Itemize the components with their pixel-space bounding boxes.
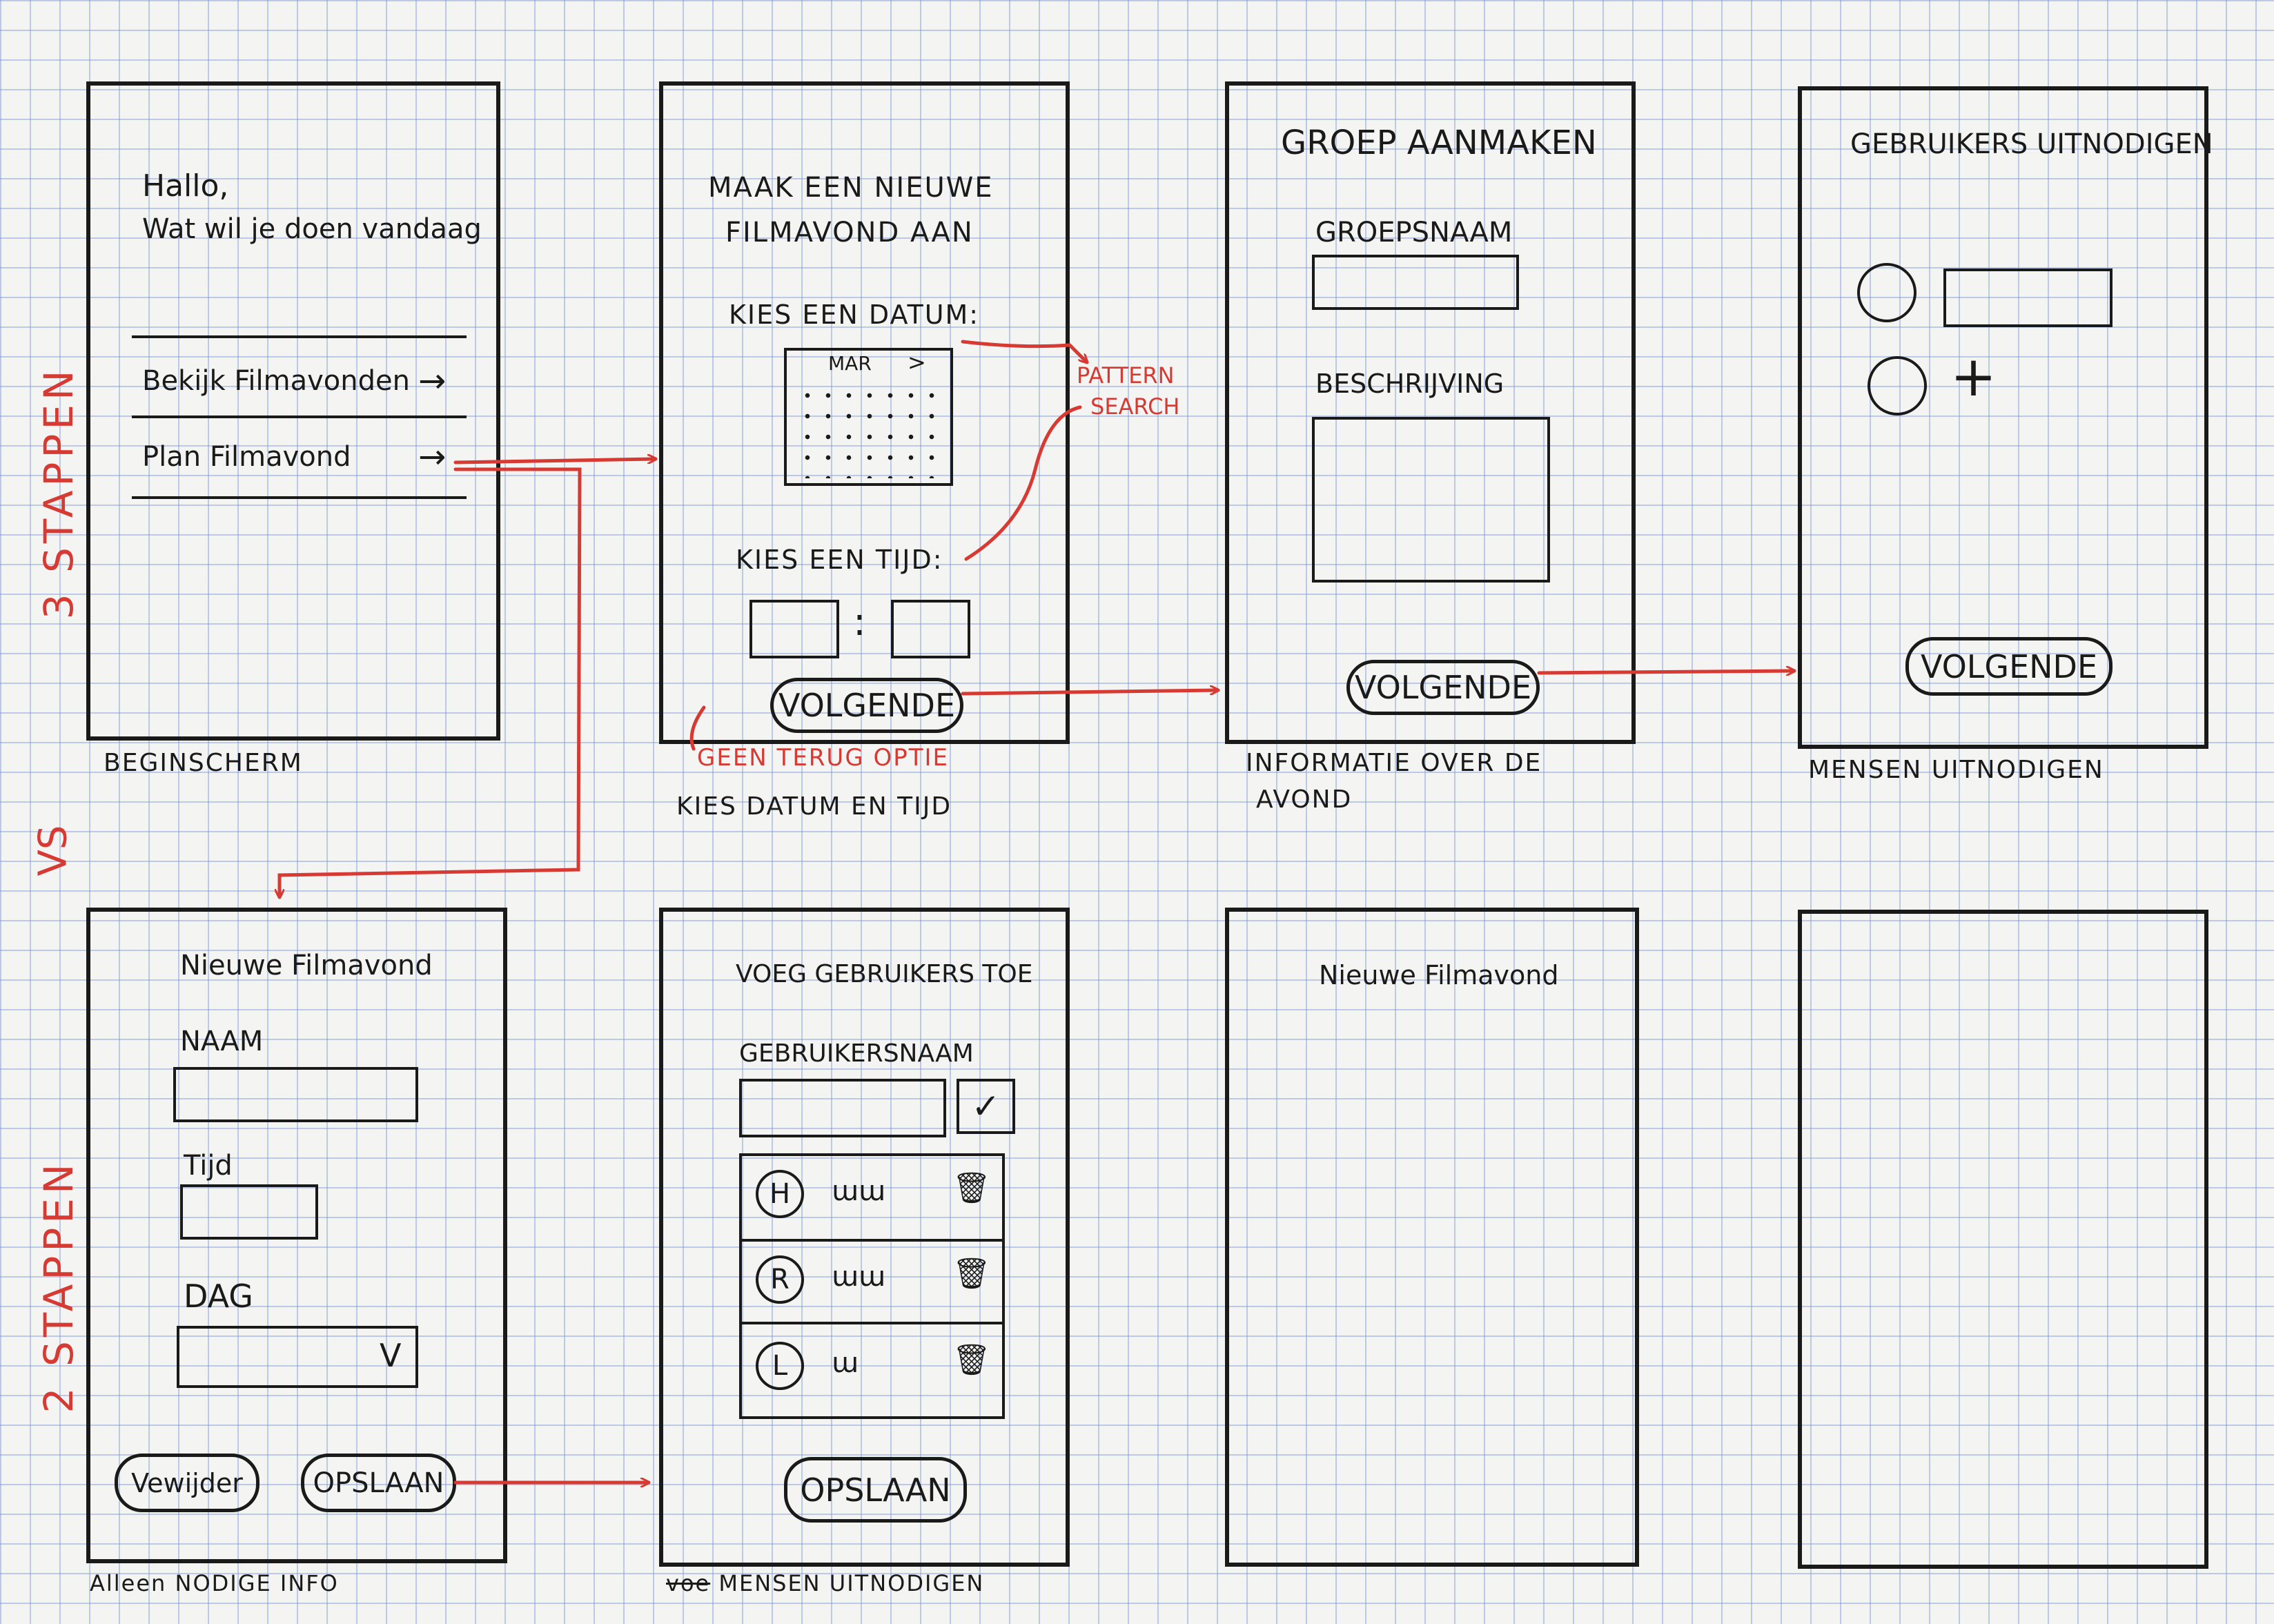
- caption-kies-datum-tijd: KIES DATUM EN TIJD: [676, 792, 952, 821]
- annotation-arrow-time-pattern: [964, 405, 1082, 561]
- menu-divider: [132, 496, 467, 499]
- user-initial: L: [772, 1350, 788, 1382]
- annotation-arrow-no-back: [689, 705, 706, 751]
- user-name-scribble: ɯɯ: [832, 1261, 885, 1293]
- username-input[interactable]: [739, 1079, 946, 1137]
- arrow-right-icon: →: [418, 438, 447, 476]
- time-label: KIES EEN TIJD:: [736, 545, 943, 575]
- next-button[interactable]: VOLGENDE: [1346, 660, 1540, 715]
- user-avatar-icon: [1857, 263, 1917, 322]
- user-name-scribble: ɯ: [832, 1347, 859, 1379]
- confirm-check-button[interactable]: ✓: [957, 1079, 1015, 1134]
- caption-mensen-uitnodigen: MENSEN UITNODIGEN: [1808, 756, 2104, 784]
- save-button[interactable]: OPSLAAN: [784, 1457, 967, 1523]
- screen-groep-aanmaken: GROEP AANMAKEN GROEPSNAAM BESCHRIJVING V…: [1225, 81, 1636, 744]
- trash-icon[interactable]: 🗑: [952, 1171, 991, 1206]
- flow-arrow-groep-to-uitnodigen: [1537, 671, 1796, 673]
- screen-title: GROEP AANMAKEN: [1281, 124, 1597, 162]
- add-user-plus-icon[interactable]: +: [1950, 344, 1997, 409]
- minute-input[interactable]: [891, 600, 970, 658]
- screen-title: VOEG GEBRUIKERS TOE: [736, 960, 1033, 988]
- group-name-input[interactable]: [1312, 255, 1519, 310]
- screen-title: Nieuwe Filmavond: [1319, 960, 1559, 990]
- screen-kies-datum-tijd: MAAK EEN NIEUWE FILMAVOND AAN KIES EEN D…: [659, 81, 1070, 744]
- check-icon: ✓: [971, 1086, 1001, 1126]
- annotation-arrow-calendar-pattern: [961, 340, 1087, 362]
- screen-title: GEBRUIKERS UITNODIGEN: [1850, 128, 2213, 160]
- next-button[interactable]: VOLGENDE: [770, 678, 963, 733]
- annotation-pattern: PATTERN: [1077, 362, 1175, 389]
- calendar-picker[interactable]: MAR >: [784, 348, 953, 486]
- menu-item-plan-filmavond[interactable]: Plan Filmavond →: [142, 438, 467, 486]
- hour-input[interactable]: [749, 600, 839, 658]
- arrow-right-icon: →: [418, 362, 447, 400]
- description-textarea[interactable]: [1312, 417, 1550, 583]
- list-item: H ɯɯ 🗑: [742, 1156, 1002, 1242]
- user-initial-avatar: L: [756, 1342, 804, 1390]
- screen-empty: [1798, 910, 2208, 1569]
- caption-informatie-line-2: AVOND: [1256, 785, 1353, 814]
- delete-button[interactable]: Vewijder: [115, 1454, 259, 1512]
- screen-title-line-1: MAAK EEN NIEUWE: [708, 172, 994, 204]
- next-button[interactable]: VOLGENDE: [1905, 637, 2113, 696]
- chevron-down-icon: V: [380, 1337, 402, 1374]
- date-label: KIES EEN DATUM:: [729, 300, 980, 330]
- user-initial: R: [770, 1264, 790, 1295]
- user-list: H ɯɯ 🗑 R ɯɯ 🗑 L ɯ 🗑: [739, 1153, 1005, 1419]
- menu-divider: [132, 335, 467, 338]
- time-label: Tijd: [184, 1150, 233, 1182]
- group-name-label: GROEPSNAAM: [1315, 217, 1513, 248]
- flow-arrow-datum-to-groep: [961, 690, 1220, 696]
- screen-title-line-2: FILMAVOND AAN: [725, 217, 974, 248]
- description-label: BESCHRIJVING: [1315, 369, 1504, 399]
- user-avatar-icon: [1868, 356, 1927, 415]
- name-label: NAAM: [180, 1026, 264, 1057]
- calendar-days-grid[interactable]: [797, 385, 942, 478]
- greeting-line-2: Wat wil je doen vandaag: [142, 213, 482, 245]
- screen-beginscherm: Hallo, Wat wil je doen vandaag Bekijk Fi…: [86, 81, 500, 741]
- greeting-line-1: Hallo,: [142, 168, 229, 204]
- list-item: R ɯɯ 🗑: [742, 1242, 1002, 1324]
- calendar-month: MAR: [828, 352, 872, 375]
- flow-arrow-plan-to-form: [280, 467, 582, 899]
- screen-title: Nieuwe Filmavond: [180, 950, 433, 981]
- caption-beginscherm: BEGINSCHERM: [104, 749, 303, 777]
- user-initial-avatar: R: [756, 1255, 804, 1304]
- screen-gebruikers-uitnodigen: GEBRUIKERS UITNODIGEN + VOLGENDE: [1798, 86, 2213, 749]
- menu-divider: [132, 415, 467, 418]
- time-separator: :: [853, 600, 866, 645]
- screen-nieuwe-filmavond-form: Nieuwe Filmavond NAAM Tijd DAG V Vewijde…: [86, 908, 507, 1563]
- caption-informatie-line-1: INFORMATIE OVER DE: [1246, 749, 1542, 777]
- chevron-right-icon[interactable]: >: [908, 349, 926, 375]
- user-name-scribble: ɯɯ: [832, 1175, 885, 1207]
- username-label: GEBRUIKERSNAAM: [739, 1039, 974, 1068]
- screen-nieuwe-filmavond-blank: Nieuwe Filmavond: [1225, 908, 1639, 1567]
- flow-arrow-plan-to-datum: [453, 459, 658, 464]
- trash-icon[interactable]: 🗑: [952, 1342, 991, 1378]
- caption-text: MENSEN UITNODIGEN: [718, 1570, 985, 1596]
- menu-item-label: Bekijk Filmavonden: [142, 365, 410, 397]
- caption-alleen-nodige-info: Alleen NODIGE INFO: [90, 1570, 339, 1596]
- name-input[interactable]: [173, 1067, 418, 1122]
- day-label: DAG: [184, 1278, 253, 1315]
- annotation-geen-terug-optie: GEEN TERUG OPTIE: [697, 744, 950, 772]
- time-input[interactable]: [180, 1184, 318, 1240]
- username-input[interactable]: [1943, 268, 2113, 327]
- caption-mensen-uitnodigen-bottom: voe MENSEN UITNODIGEN: [666, 1570, 984, 1596]
- caption-strikethrough: voe: [666, 1570, 711, 1596]
- menu-item-bekijk-filmavonden[interactable]: Bekijk Filmavonden →: [142, 362, 467, 410]
- trash-icon[interactable]: 🗑: [952, 1256, 991, 1291]
- day-dropdown[interactable]: V: [177, 1326, 418, 1388]
- screen-voeg-gebruikers-toe: VOEG GEBRUIKERS TOE GEBRUIKERSNAAM ✓ H ɯ…: [659, 908, 1070, 1567]
- user-initial-avatar: H: [756, 1170, 804, 1218]
- user-initial: H: [769, 1178, 791, 1210]
- menu-item-label: Plan Filmavond: [142, 441, 351, 473]
- annotation-search: SEARCH: [1090, 393, 1180, 420]
- list-item: L ɯ 🗑: [742, 1324, 1002, 1414]
